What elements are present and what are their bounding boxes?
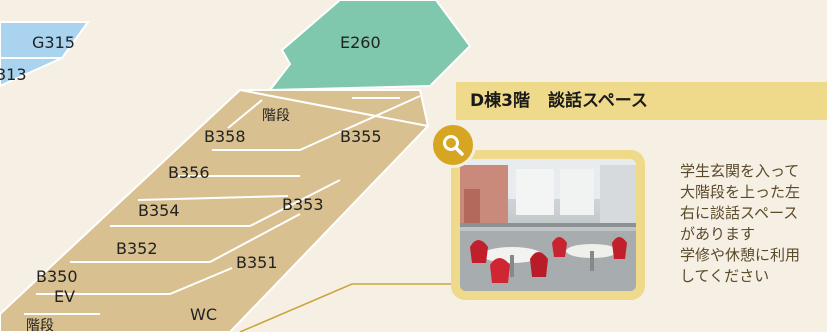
room-wc-label: WC [190, 305, 217, 324]
room-ev-label: EV [54, 287, 75, 306]
room-b350-label: B350 [36, 267, 78, 286]
room-b355-label: B355 [340, 127, 382, 146]
room-b351-label: B351 [236, 253, 278, 272]
magnifier-icon [443, 135, 464, 156]
room-b354-label: B354 [138, 201, 180, 220]
room-b352-label: B352 [116, 239, 158, 258]
room-b353-label: B353 [282, 195, 324, 214]
callout-leader-line [239, 283, 452, 332]
room-e260-label: E260 [340, 33, 381, 52]
zoom-button[interactable] [430, 122, 476, 168]
description-line: してください [680, 267, 770, 285]
building-d-shape [0, 89, 430, 332]
description-line: があります [680, 225, 756, 243]
description-line: 右に談話スペース [680, 204, 799, 222]
building-e-shape [267, 0, 472, 92]
callout-title: D棟3階談話スペース [456, 82, 827, 120]
lounge-photo [460, 159, 636, 291]
description-line: 学生玄関を入って [680, 162, 800, 180]
room-stairs-bottom-label: 階段 [26, 318, 54, 332]
lounge-photo-frame [451, 150, 645, 300]
callout-description: 学生玄関を入って 大階段を上った左 右に談話スペース があります 学修や休憩に利… [680, 161, 827, 287]
room-g315-label: G315 [32, 33, 75, 52]
room-g313-label: 313 [0, 65, 27, 84]
description-line: 大階段を上った左 [680, 183, 801, 201]
room-b358-label: B358 [204, 127, 246, 146]
description-line: 学修や休憩に利用 [680, 246, 801, 264]
room-stairs-top-label: 階段 [262, 108, 290, 124]
room-b356-label: B356 [168, 163, 210, 182]
callout-title-space: 談話スペース [547, 91, 648, 111]
callout-title-building-floor: D棟3階 [470, 91, 530, 111]
